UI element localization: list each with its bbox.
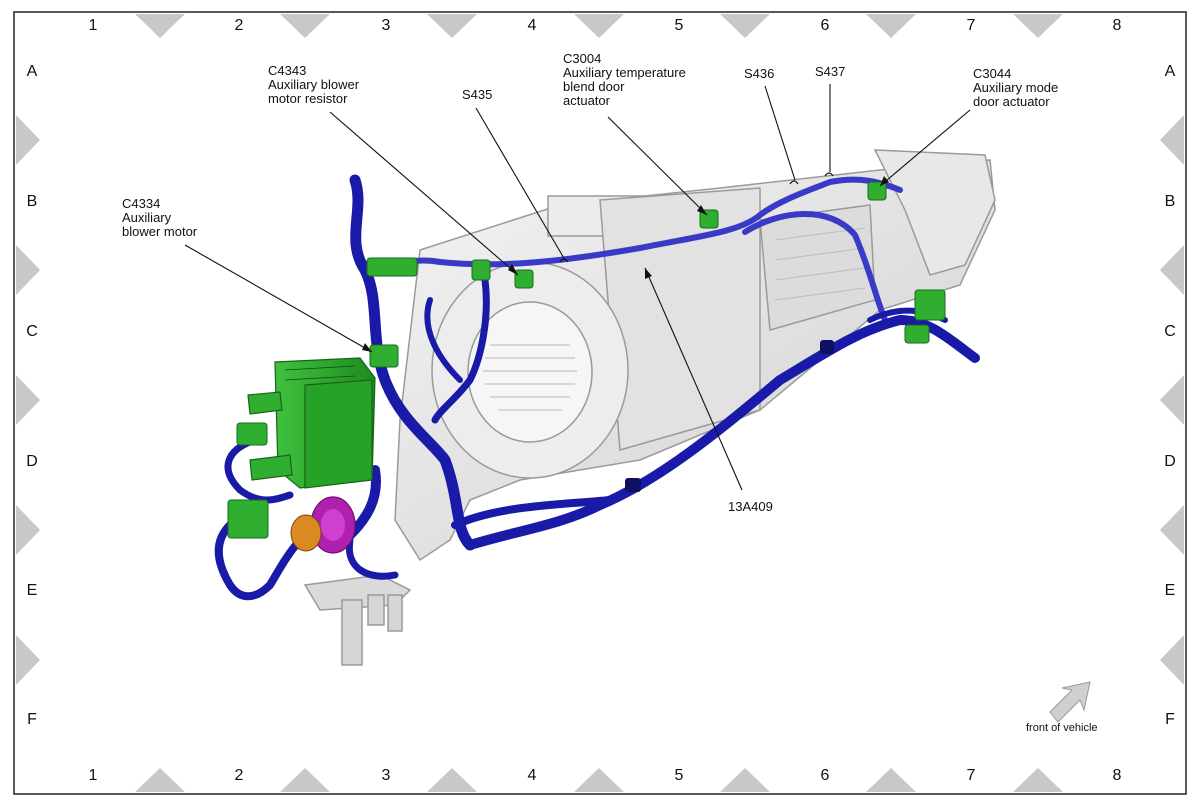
grid-row-label: A (1164, 63, 1176, 80)
harness-clip (625, 478, 641, 492)
grid-column-label: 4 (527, 17, 537, 34)
grid-row-label: B (1164, 193, 1176, 210)
grid-row-label: B (26, 193, 38, 210)
grid-column-label: 7 (966, 767, 976, 784)
grid-row-label: F (27, 711, 37, 728)
frame-border (13, 11, 1187, 795)
leader-lines (184, 84, 971, 491)
callout-c3044: C3044 Auxiliary mode door actuator (973, 67, 1058, 109)
grid-row-label: D (26, 453, 38, 470)
connector-icon (236, 422, 268, 446)
grid-row-label: E (26, 582, 38, 599)
callout-code: 13A409 (728, 499, 773, 514)
grid-column-label: 1 (88, 17, 98, 34)
connector-icon (227, 499, 269, 539)
grid-column-label: 5 (674, 767, 684, 784)
callout-code: C4334 (122, 196, 161, 211)
grid-row-label: A (26, 63, 38, 80)
grid-column-label: 2 (234, 17, 244, 34)
callout-desc: blower motor (122, 224, 198, 239)
callout-c4343: C4343 Auxiliary blower motor resistor (268, 64, 359, 106)
grid-row-label: C (1164, 323, 1176, 340)
connector-icon (699, 209, 719, 229)
callout-s435: S435 (462, 88, 492, 102)
grid-column-label: 8 (1112, 767, 1122, 784)
callout-desc: Auxiliary mode (973, 80, 1059, 95)
callout-desc: motor resistor (268, 91, 348, 106)
seal-icon (290, 514, 322, 552)
grid-column-label: 1 (88, 767, 98, 784)
connector-icon (369, 344, 399, 368)
callout-desc: actuator (563, 93, 610, 108)
callout-s437: S437 (815, 65, 845, 79)
callout-desc: door actuator (973, 94, 1050, 109)
callout-c3004: C3004 Auxiliary temperature blend door a… (563, 52, 686, 108)
connector-icon (471, 259, 491, 281)
connectors (227, 181, 946, 539)
grid-column-label: 8 (1112, 17, 1122, 34)
grid-row-label: F (1165, 711, 1175, 728)
arrow-up-right-icon (1049, 681, 1091, 723)
grid-ticks (16, 14, 1184, 792)
grid-column-label: 6 (820, 17, 830, 34)
grommet-inner (321, 509, 345, 541)
grid-column-label: 3 (381, 17, 391, 34)
connector-icon (366, 257, 418, 277)
grid-row-label: E (1164, 582, 1176, 599)
connector-icon (904, 324, 930, 344)
hvac-housing (303, 149, 996, 666)
callout-13a409: 13A409 (728, 500, 773, 514)
callout-desc: Auxiliary blower (268, 77, 360, 92)
wiring-harness (214, 174, 980, 601)
grid-row-label: D (1164, 453, 1176, 470)
harness-clip (820, 340, 834, 354)
callout-s436: S436 (744, 67, 774, 81)
callout-code: C3044 (973, 66, 1012, 81)
connector-icon (514, 269, 534, 289)
callout-code: C3004 (563, 51, 602, 66)
grid-column-label: 3 (381, 767, 391, 784)
callout-code: S437 (815, 64, 846, 79)
grid-column-label: 2 (234, 767, 244, 784)
grid-column-label: 6 (820, 767, 830, 784)
callout-desc: blend door (563, 79, 625, 94)
callout-c4334: C4334 Auxiliary blower motor (122, 197, 197, 239)
callout-code: S435 (462, 87, 493, 102)
connector-icon (867, 181, 887, 201)
front-of-vehicle-label: front of vehicle (1026, 722, 1098, 734)
grid-column-label: 5 (674, 17, 684, 34)
grid-row-label: C (26, 323, 38, 340)
connector-icon (914, 289, 946, 321)
callout-code: C4343 (268, 63, 307, 78)
callout-code: S436 (744, 66, 775, 81)
grid-column-label: 4 (527, 767, 537, 784)
blower-module (247, 357, 376, 489)
callout-desc: Auxiliary (122, 210, 172, 225)
grid-column-label: 7 (966, 17, 976, 34)
callout-desc: Auxiliary temperature (563, 65, 686, 80)
